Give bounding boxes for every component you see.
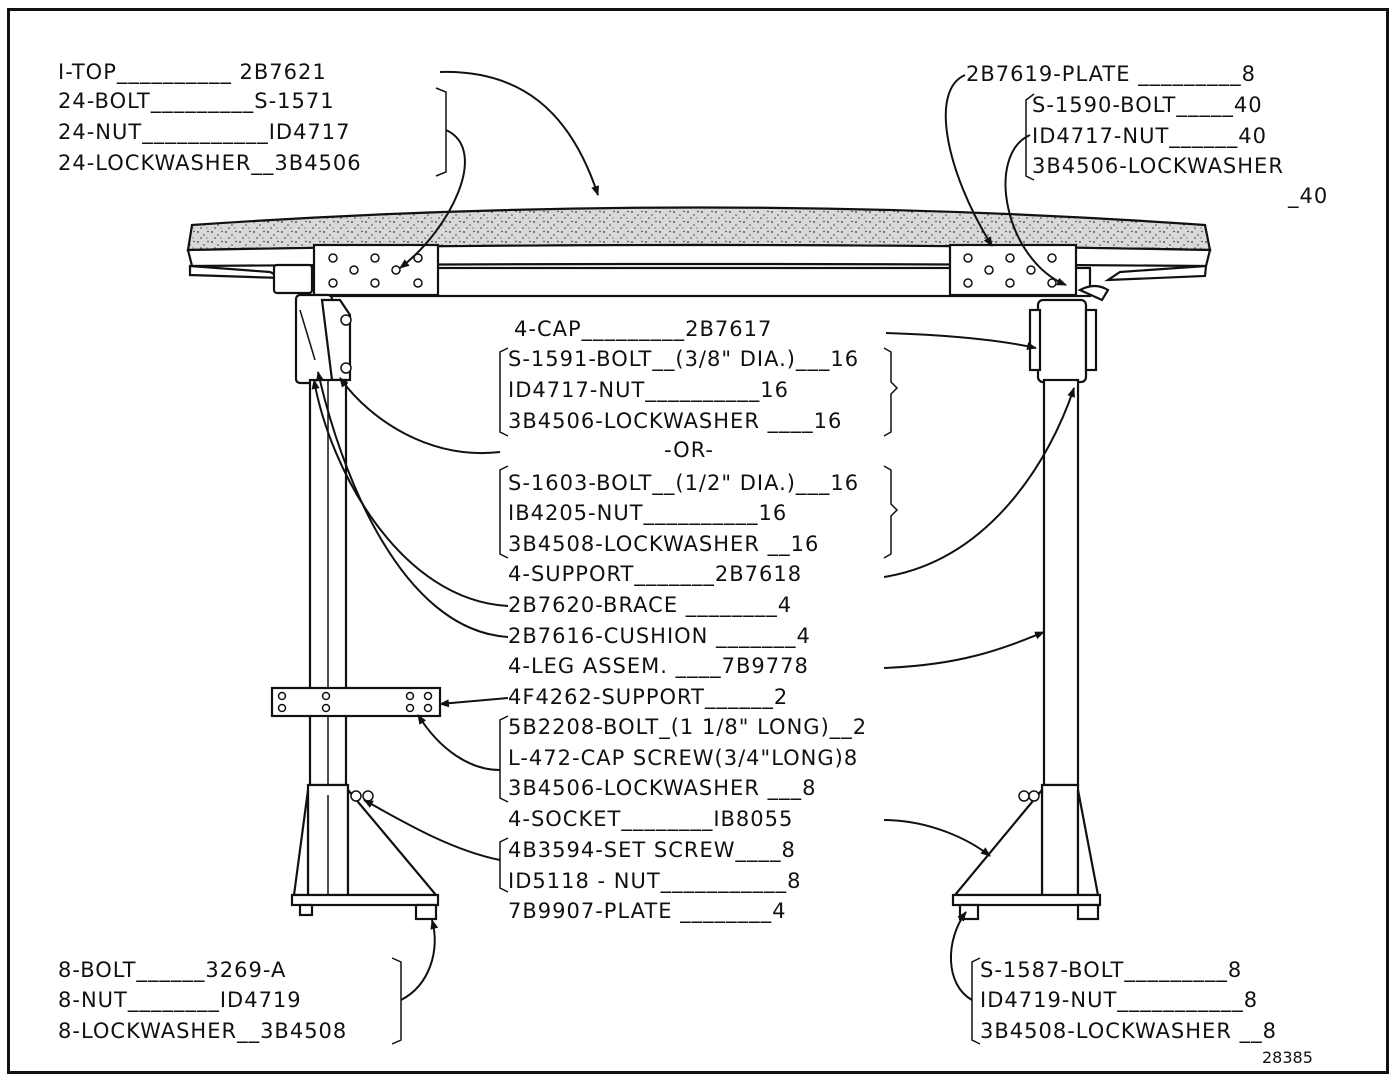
label-bolt: 24-BOLT_________S-1571 xyxy=(58,89,335,114)
label-bolt-s1590: S-1590-BOLT_____40 xyxy=(1032,93,1263,118)
label-lockwasher-3b4508: 3B4508-LOCKWASHER __16 xyxy=(508,532,819,557)
label-lockwasher-3b4508-bl: 8-LOCKWASHER__3B4508 xyxy=(58,1019,347,1044)
label-bolt-s1587: S-1587-BOLT_________8 xyxy=(980,958,1242,983)
label-cushion: 2B7616-CUSHION _______4 xyxy=(508,624,811,649)
label-bolt-s1603: S-1603-BOLT__(1/2" DIA.)___16 xyxy=(508,471,859,496)
right-cap-assembly xyxy=(1028,284,1110,384)
label-plate-7b9907: 7B9907-PLATE ________4 xyxy=(508,899,787,924)
corner-plate-left xyxy=(312,243,440,297)
label-lockwasher-qty: _40 xyxy=(1287,184,1328,209)
label-nut-id4719-br: ID4719-NUT___________8 xyxy=(980,988,1258,1013)
label-nut-id5118: ID5118 - NUT___________8 xyxy=(508,869,802,894)
label-bolt-3269a: 8-BOLT______3269-A xyxy=(58,958,286,983)
leg-right xyxy=(1042,378,1080,787)
label-nut: 24-NUT___________ID4717 xyxy=(58,120,351,145)
label-group-bottom-right: S-1587-BOLT_________8 ID4719-NUT________… xyxy=(971,957,1277,1045)
label-cap-screw: L-472-CAP SCREW(3/4"LONG)8 xyxy=(508,746,858,770)
label-lockwasher-3b4506-b: 3B4506-LOCKWASHER ___8 xyxy=(508,776,816,801)
label-brace: 2B7620-BRACE ________4 xyxy=(508,593,792,618)
label-bolt-5b2208: 5B2208-BOLT_(1 1/8" LONG)__2 xyxy=(508,715,867,740)
label-cap: 4-CAP_________2B7617 xyxy=(514,317,772,342)
label-top: I-TOP__________ 2B7621 xyxy=(58,60,327,85)
socket-right xyxy=(951,783,1102,921)
label-nut-id4719: 8-NUT________ID4719 xyxy=(58,988,302,1013)
label-lockwasher: 24-LOCKWASHER__3B4506 xyxy=(58,151,362,176)
leg-left xyxy=(308,378,348,787)
label-support-4f4262: 4F4262-SUPPORT______2 xyxy=(508,685,788,710)
label-nut-id4717: ID4717-NUT______40 xyxy=(1032,124,1267,149)
left-cap-assembly xyxy=(272,263,352,385)
label-support: 4-SUPPORT_______2B7618 xyxy=(508,562,802,587)
label-lockwasher-3b4508-br: 3B4508-LOCKWASHER __8 xyxy=(980,1019,1277,1044)
label-group-bottom-left: 8-BOLT______3269-A 8-NUT________ID4719 8… xyxy=(58,957,402,1045)
label-group-top-left: I-TOP__________ 2B7621 24-BOLT_________S… xyxy=(58,60,447,177)
leader-lines xyxy=(311,70,1075,1001)
drawing-frame xyxy=(7,8,1389,1074)
label-set-screw: 4B3594-SET SCREW____8 xyxy=(508,838,796,863)
corner-plate-right xyxy=(948,243,1078,297)
label-plate: 2B7619-PLATE _________8 xyxy=(966,62,1256,87)
label-or: -OR- xyxy=(664,438,714,462)
label-bolt-s1591: S-1591-BOLT__(3/8" DIA.)___16 xyxy=(508,347,859,372)
label-socket: 4-SOCKET________IB8055 xyxy=(508,807,793,832)
label-nut-ib4205: IB4205-NUT__________16 xyxy=(508,501,787,526)
label-group-center: 4-CAP_________2B7617 S-1591-BOLT__(3/8" … xyxy=(499,317,899,924)
figure-number: 28385 xyxy=(1262,1048,1313,1067)
label-leg-assem: 4-LEG ASSEM. ____7B9778 xyxy=(508,654,809,679)
label-lockwasher-3b4506: 3B4506-LOCKWASHER xyxy=(1032,154,1284,178)
label-lockwasher-3b4506-c: 3B4506-LOCKWASHER ____16 xyxy=(508,409,842,434)
label-group-top-right: 2B7619-PLATE _________8 S-1590-BOLT_____… xyxy=(966,62,1328,209)
label-nut-id4717-c: ID4717-NUT__________16 xyxy=(508,378,789,403)
cross-support xyxy=(270,686,442,718)
socket-left xyxy=(290,783,440,921)
